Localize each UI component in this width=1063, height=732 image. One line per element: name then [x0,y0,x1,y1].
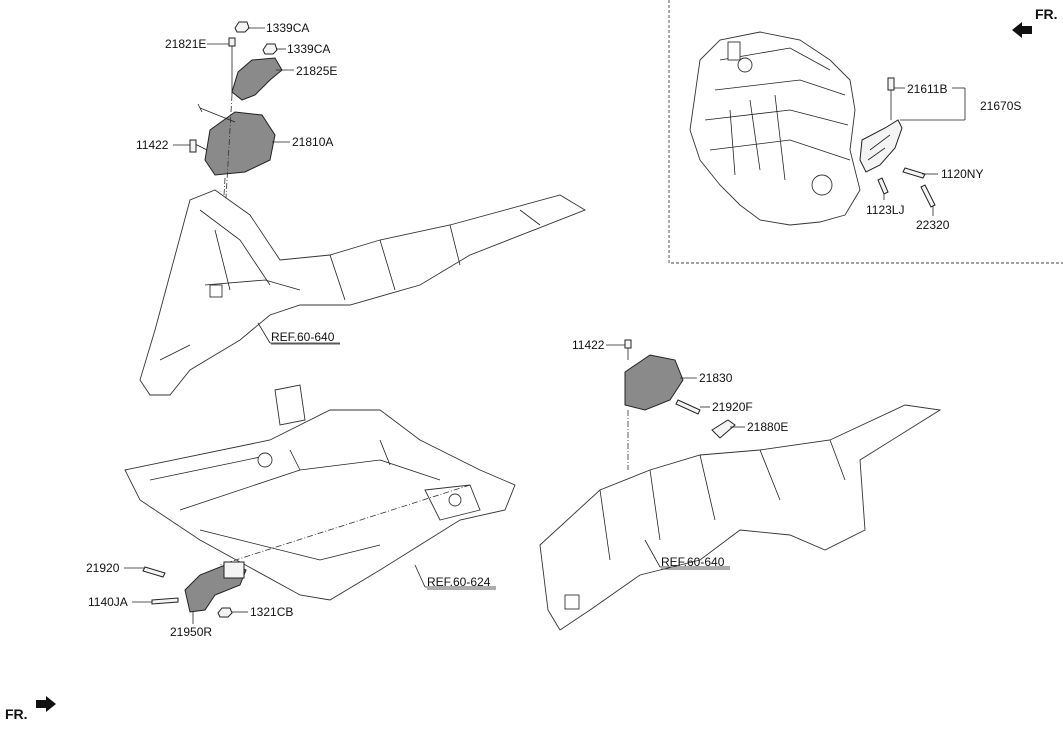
label-11422-left: 11422 [136,138,169,152]
inset-border [668,0,1063,264]
label-21825e: 21825E [296,64,337,78]
leader-lines [124,27,966,624]
mount-21810a [189,103,276,176]
side-member-left [139,189,587,396]
label-21611b: 21611B [907,82,947,96]
label-ref-60-640-right: REF.60-640 [661,555,725,569]
mount-21950r [142,561,247,618]
label-21810a: 21810A [292,135,333,149]
fr-arrow-bottom-icon [36,696,56,712]
label-11422-right: 11422 [572,338,605,352]
label-21821e: 21821E [165,37,206,51]
label-21950r: 21950R [170,625,212,639]
label-ref-60-640-left: REF.60-640 [271,330,335,344]
label-1123lj: 1123LJ [866,203,904,217]
label-21670s: 21670S [980,99,1021,113]
label-21830: 21830 [699,371,733,385]
engine-block [689,31,861,226]
label-21880e: 21880E [747,420,788,434]
label-1339ca-top: 1339CA [266,21,309,35]
mount-21825e [228,21,283,101]
fr-label-top: FR. [1035,6,1058,22]
engine-bracket [859,77,936,208]
label-22320: 22320 [916,218,950,232]
label-1321cb: 1321CB [250,605,293,619]
label-21920f: 21920F [712,400,753,414]
label-1339ca-second: 1339CA [287,42,330,56]
centerline-upper-left [224,94,233,216]
label-21920: 21920 [86,561,120,575]
fr-label-bottom: FR. [5,706,28,722]
mount-21830 [624,339,736,439]
subframe [124,384,516,601]
label-1120ny: 1120NY [941,167,983,181]
side-member-right [539,404,942,631]
fr-arrow-top-icon [1012,22,1032,38]
label-1140ja: 1140JA [88,595,128,609]
label-ref-60-624: REF.60-624 [427,575,491,589]
